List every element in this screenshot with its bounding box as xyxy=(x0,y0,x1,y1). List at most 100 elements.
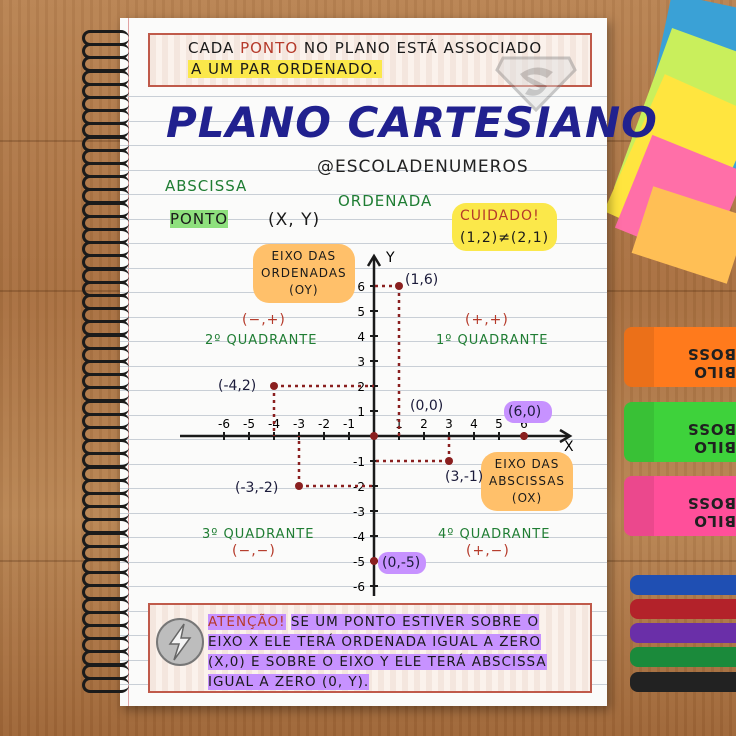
attention-text: ATENÇÃO! SE UM PONTO ESTIVER SOBRE O EIX… xyxy=(208,612,547,692)
eixo-ordenadas-note: EIXO DAS ORDENADAS (OY) xyxy=(253,244,355,303)
ruled-line xyxy=(120,586,607,587)
ruled-line xyxy=(120,463,607,465)
pen-purple xyxy=(630,623,736,643)
point-label: (3,-1) xyxy=(445,469,483,485)
y-tick-label: -1 xyxy=(353,455,365,469)
attention-title: ATENÇÃO! xyxy=(208,614,286,630)
x-tick-label: -5 xyxy=(243,417,255,431)
attention-line: SE UM PONTO ESTIVER SOBRE O xyxy=(290,614,540,630)
x-tick-label: 4 xyxy=(470,417,478,431)
ruled-line xyxy=(120,243,607,244)
point-marker xyxy=(370,432,378,440)
cuidado-title: CUIDADO! xyxy=(460,208,540,224)
x-tick-label: 6 xyxy=(520,417,528,431)
highlighter-cap xyxy=(624,476,654,536)
ruled-line xyxy=(120,341,607,342)
highlighter-green: BILO BOSS xyxy=(624,402,736,462)
ruled-line xyxy=(120,414,607,416)
header-highlight: A UM PAR ORDENADO. xyxy=(188,60,382,78)
quadrant-1-sign: (+,+) xyxy=(465,312,509,328)
page-title: PLANO CARTESIANO xyxy=(166,98,658,147)
ordered-pair-label: (X, Y) xyxy=(268,210,321,230)
quadrant-3-label: 3º QUADRANTE xyxy=(202,527,315,542)
eixo-abscissas-line: ABSCISSAS xyxy=(489,474,566,488)
pen-black xyxy=(630,672,736,692)
point-marker xyxy=(445,457,453,465)
eixo-ordenadas-line: ORDENADAS xyxy=(261,266,347,280)
ruled-line xyxy=(120,512,607,514)
eixo-ordenadas-line: EIXO DAS xyxy=(271,249,337,263)
quadrant-4-label: 4º QUADRANTE xyxy=(438,527,551,542)
eixo-ordenadas-line: (OY) xyxy=(289,283,319,297)
y-axis-label: Y xyxy=(385,250,395,266)
x-tick-label: 5 xyxy=(495,417,503,431)
eixo-abscissas-line: (OX) xyxy=(511,491,543,505)
ruled-line xyxy=(120,96,607,97)
ruled-line xyxy=(120,537,607,538)
point-marker xyxy=(520,432,528,440)
header-text: NO PLANO ESTÁ ASSOCIADO xyxy=(303,39,543,57)
point-label: (1,6) xyxy=(405,272,438,288)
y-tick-label: -4 xyxy=(353,530,365,544)
quadrant-2-label: 2º QUADRANTE xyxy=(205,333,318,348)
point-label-highlight xyxy=(378,552,426,574)
ruled-line xyxy=(120,169,607,171)
quadrant-4-sign: (+,−) xyxy=(466,543,510,559)
y-axis-arrow-icon xyxy=(366,253,382,267)
ruled-line xyxy=(120,488,607,489)
header-banner: CADA PONTO NO PLANO ESTÁ ASSOCIADO A UM … xyxy=(148,33,592,87)
point-marker xyxy=(370,557,378,565)
ordenada-label: ORDENADA xyxy=(338,192,433,210)
y-tick-label: -6 xyxy=(353,580,365,594)
pen-blue xyxy=(630,575,736,595)
ruled-line xyxy=(120,439,607,440)
point-label: (-4,2) xyxy=(218,378,256,394)
y-tick-label: 6 xyxy=(357,280,365,294)
x-tick-label: -1 xyxy=(343,417,355,431)
eixo-abscissas-note: EIXO DAS ABSCISSAS (OX) xyxy=(481,452,574,511)
quadrant-1-label: 1º QUADRANTE xyxy=(436,333,549,348)
ruled-line xyxy=(120,561,607,563)
x-tick-label: 2 xyxy=(420,417,428,431)
spiral-binding xyxy=(82,30,132,693)
highlighter-pink: BILO BOSS xyxy=(624,476,736,536)
header-line-2: A UM PAR ORDENADO. xyxy=(188,60,382,78)
point-label: (-3,-2) xyxy=(235,480,278,496)
eixo-abscissas-line: EIXO DAS xyxy=(494,457,560,471)
pen-red xyxy=(630,599,736,619)
point-label: (0,0) xyxy=(410,398,443,414)
point-label: (6,0) xyxy=(508,404,541,420)
ponto-label: PONTO xyxy=(170,210,229,228)
ruled-line xyxy=(120,316,607,318)
page-margin-line xyxy=(128,18,129,706)
attention-line: EIXO X ELE TERÁ ORDENADA IGUAL A ZERO xyxy=(208,634,541,650)
attention-line: (X,0) E SOBRE O EIXO Y ELE TERÁ ABSCISSA xyxy=(208,654,547,670)
x-axis-arrow-icon xyxy=(559,428,573,444)
point-marker xyxy=(295,482,303,490)
quadrant-3-sign: (−,−) xyxy=(232,543,276,559)
flash-logo-icon xyxy=(156,618,204,666)
y-tick-label: -5 xyxy=(353,555,365,569)
y-tick-label: 3 xyxy=(357,355,365,369)
header-line-1: CADA PONTO NO PLANO ESTÁ ASSOCIADO xyxy=(188,39,542,57)
y-tick-label: 5 xyxy=(357,305,365,319)
abscissa-label: ABSCISSA xyxy=(165,177,248,195)
point-marker xyxy=(395,282,403,290)
highlighter-cap xyxy=(624,327,654,387)
highlighter-orange: BILO BOSS xyxy=(624,327,736,387)
y-tick-label: -3 xyxy=(353,505,365,519)
y-tick-label: 2 xyxy=(357,380,365,394)
ruled-line xyxy=(120,120,607,122)
header-word-ponto: PONTO xyxy=(240,39,299,57)
x-axis-label: X xyxy=(564,439,574,455)
x-tick-label: -2 xyxy=(318,417,330,431)
ruled-line xyxy=(120,218,607,220)
plotted-points: (1,6)(-4,2)(0,0)(6,0)(3,-1)(-3,-2)(0,-5) xyxy=(218,272,552,574)
highlighter-cap xyxy=(624,402,654,462)
author-handle: @ESCOLADENUMEROS xyxy=(317,157,529,177)
cuidado-equation: (1,2)≠(2,1) xyxy=(460,230,550,246)
ruled-line xyxy=(120,292,607,293)
notebook-page xyxy=(120,18,607,706)
ruled-line xyxy=(120,267,607,269)
